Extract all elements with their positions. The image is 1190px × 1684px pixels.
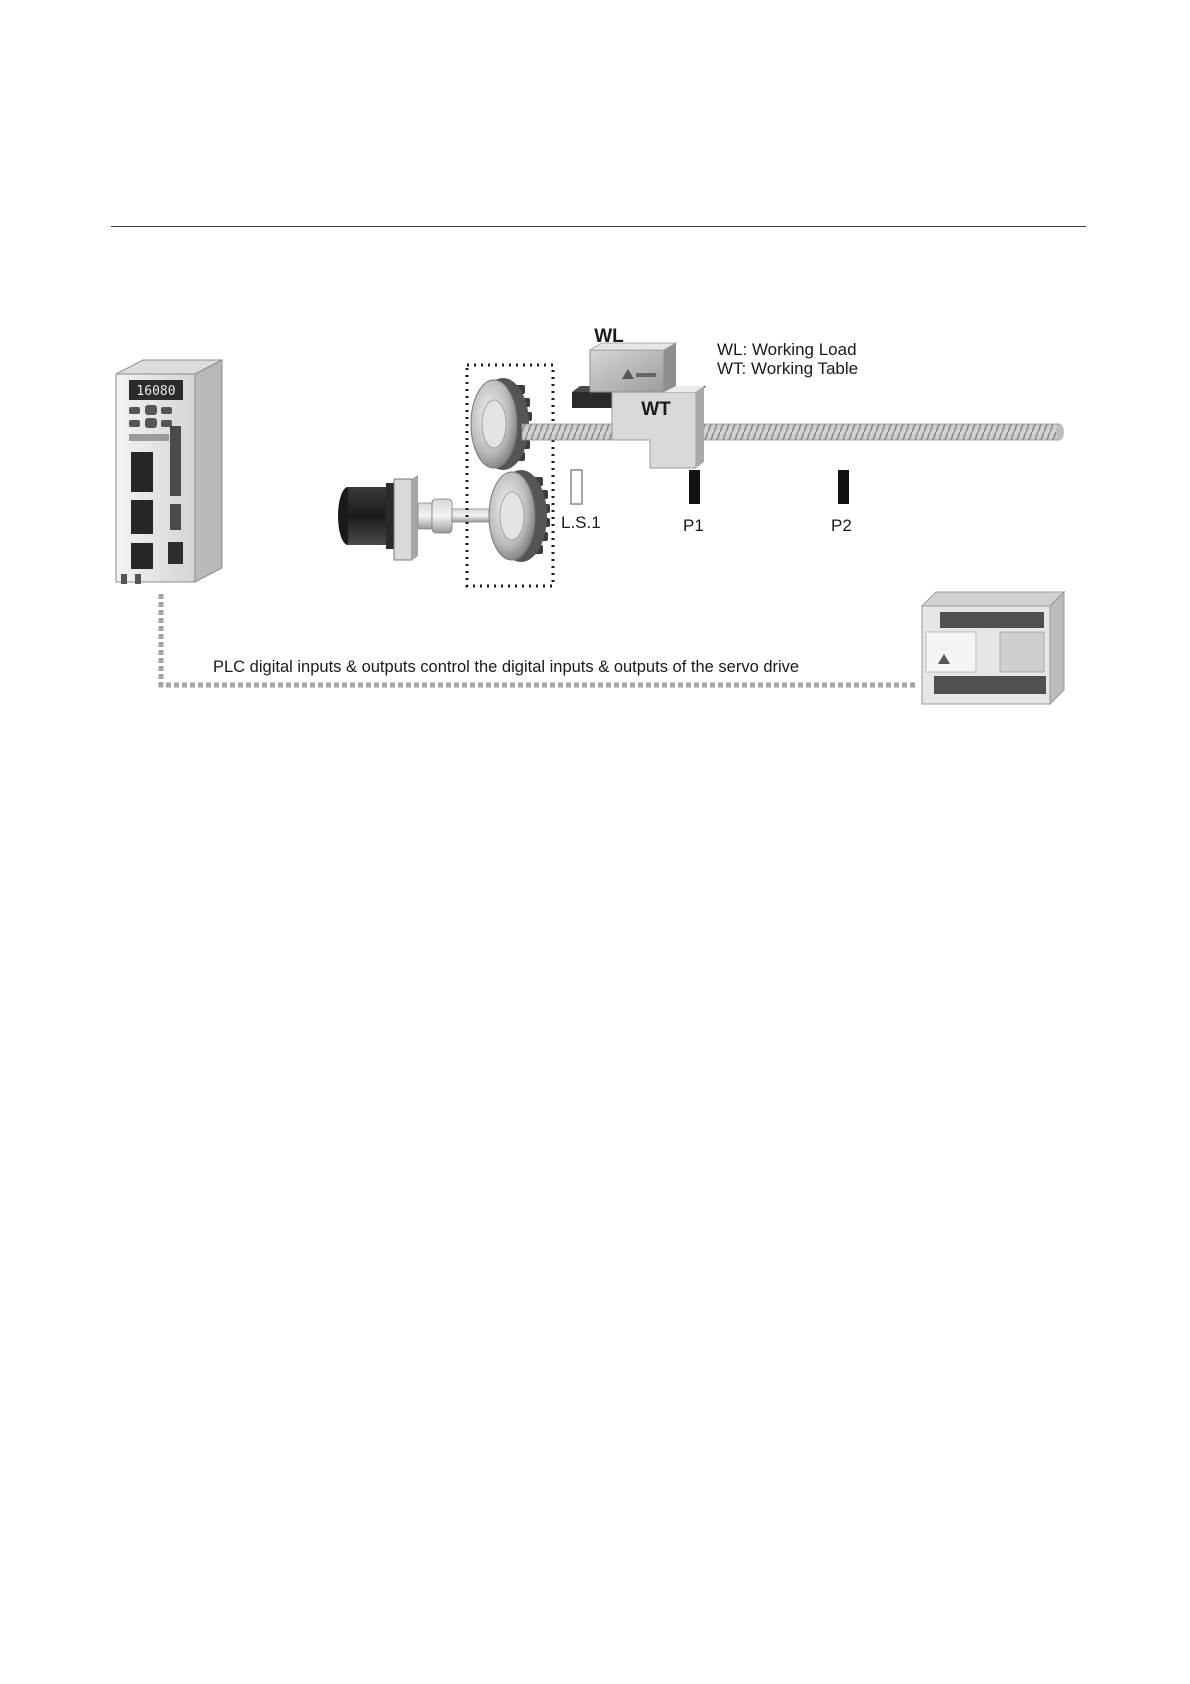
- drive-connector: [168, 542, 183, 564]
- drive-key: [161, 407, 172, 414]
- drive-terminal-block: [131, 452, 153, 492]
- ball-screw: [522, 424, 1064, 440]
- legend-wl: WL: Working Load: [717, 340, 857, 359]
- wt-label: WT: [641, 399, 671, 420]
- plc-led-panel: [1000, 632, 1044, 672]
- p2-marker: [838, 470, 849, 504]
- drive-key: [145, 418, 157, 428]
- limit-switch-label: L.S.1: [561, 513, 601, 532]
- drive-key: [129, 407, 140, 414]
- drive-connector: [170, 504, 181, 530]
- diagram-caption: PLC digital inputs & outputs control the…: [213, 658, 799, 676]
- working-load: [590, 343, 676, 392]
- drive-logo: [129, 434, 169, 441]
- p2-label: P2: [831, 516, 852, 535]
- plc-unit: [922, 592, 1064, 704]
- p1-label: P1: [683, 516, 704, 535]
- servo-drive: 16080: [116, 360, 222, 584]
- drive-key: [161, 420, 172, 427]
- legend-wt: WT: Working Table: [717, 359, 858, 378]
- drive-terminal-block: [131, 500, 153, 534]
- plc-terminal-strip: [934, 676, 1046, 694]
- servo-motor: [338, 475, 500, 560]
- p1-marker: [689, 470, 700, 504]
- lower-gear: [489, 470, 550, 562]
- drive-key: [129, 420, 140, 427]
- limit-switch-marker: [571, 470, 582, 504]
- wl-label: WL: [594, 326, 624, 347]
- drive-display-readout: 16080: [136, 384, 175, 399]
- drive-key: [145, 405, 157, 415]
- plc-terminal-strip: [940, 612, 1044, 628]
- drive-terminal-block: [131, 543, 153, 569]
- drive-connector: [170, 426, 181, 496]
